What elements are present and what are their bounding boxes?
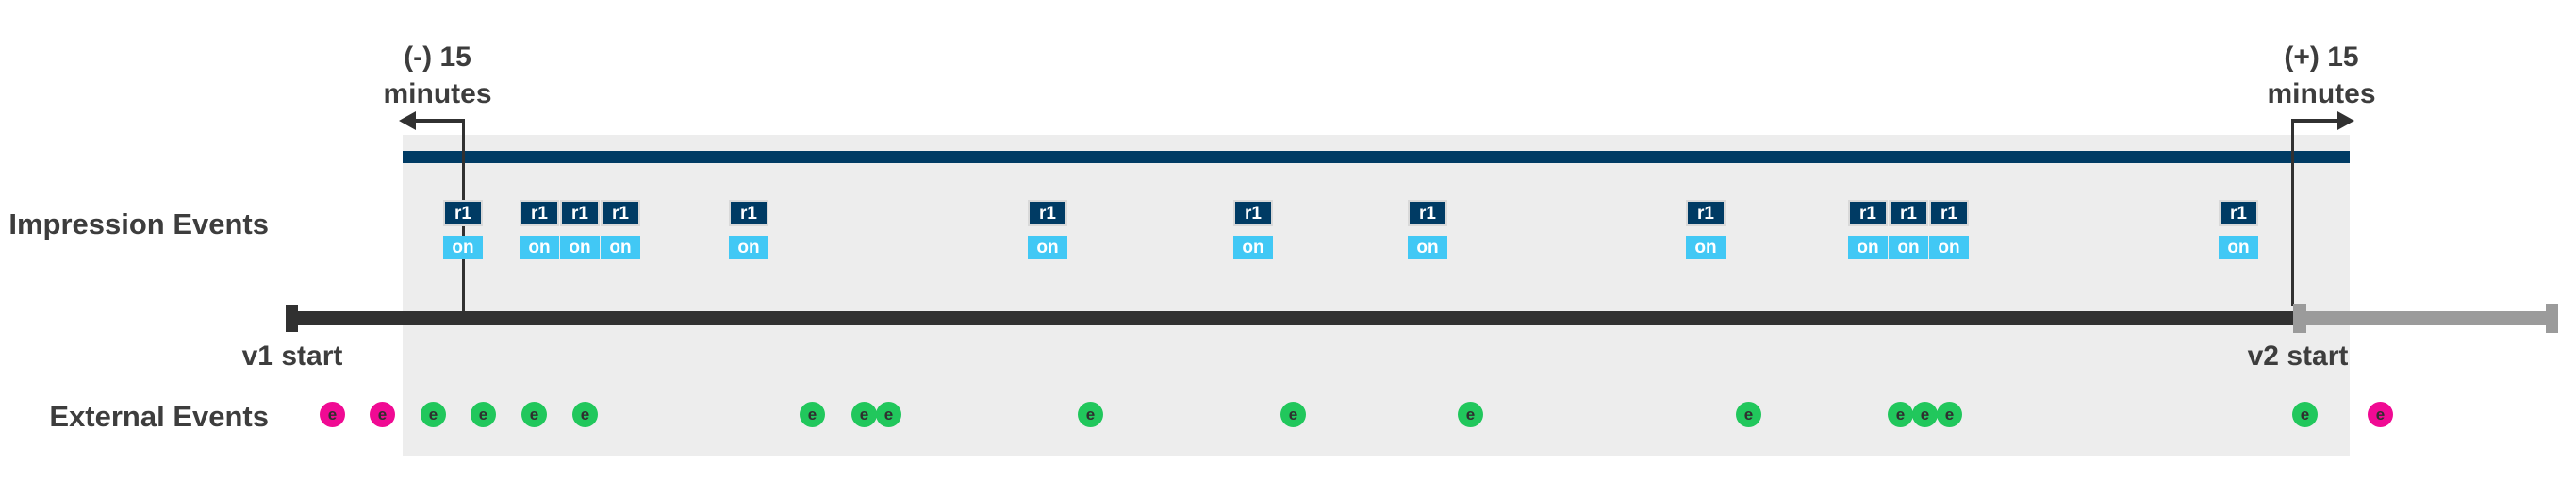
external-event-dot: e (1458, 402, 1483, 427)
plus-15-marker-line (2291, 119, 2294, 306)
v1-start-cap (286, 305, 298, 332)
external-event-dot: e (1912, 402, 1938, 427)
impression-column: r1 on (443, 200, 483, 259)
minus-15-minutes-note: (-) 15 minutes (334, 39, 541, 112)
impression-chip-r1: r1 (1929, 200, 1969, 226)
plus-15-minutes-note: (+) 15 minutes (2218, 39, 2425, 112)
impression-chip-on: on (1848, 236, 1888, 259)
timeline-v1-segment (286, 311, 2294, 325)
impression-chip-r1: r1 (443, 200, 483, 226)
plus-15-line2: minutes (2267, 78, 2376, 109)
impression-chip-on: on (1929, 236, 1969, 259)
impression-chip-on: on (601, 236, 640, 259)
impression-chip-r1: r1 (1889, 200, 1928, 226)
minus-15-arrow-shaft (415, 119, 465, 123)
external-event-dot: e (370, 402, 395, 427)
external-event-dot: e (421, 402, 446, 427)
v1-start-label: v1 start (241, 340, 343, 372)
impression-chip-r1: r1 (520, 200, 559, 226)
external-event-dot: e (1736, 402, 1761, 427)
impression-chip-on: on (560, 236, 600, 259)
impression-chip-r1: r1 (1848, 200, 1888, 226)
external-event-dot: e (800, 402, 825, 427)
analysis-window-band (403, 135, 2350, 456)
impression-chip-on: on (1233, 236, 1273, 259)
impression-chip-r1: r1 (1233, 200, 1273, 226)
impression-chip-on: on (1686, 236, 1726, 259)
impression-column: r1 on (1848, 200, 1888, 259)
impression-column: r1 on (1233, 200, 1273, 259)
plus-15-line1: (+) 15 (2284, 41, 2359, 73)
v2-start-label: v2 start (2247, 340, 2349, 372)
impression-chip-r1: r1 (1408, 200, 1447, 226)
impression-column: r1 on (1028, 200, 1067, 259)
impression-column: r1 on (1929, 200, 1969, 259)
external-event-dot: e (2292, 402, 2318, 427)
impression-column: r1 on (1889, 200, 1928, 259)
external-event-dot: e (320, 402, 345, 427)
external-event-dot: e (1937, 402, 1962, 427)
impression-chip-on: on (2219, 236, 2258, 259)
impression-chip-r1: r1 (2219, 200, 2258, 226)
external-event-dot: e (572, 402, 598, 427)
impression-chip-r1: r1 (560, 200, 600, 226)
impression-chip-on: on (1408, 236, 1447, 259)
impression-chip-on: on (1028, 236, 1067, 259)
impression-chip-on: on (520, 236, 559, 259)
impression-chip-on: on (1889, 236, 1928, 259)
left-arrow-icon (399, 111, 416, 130)
impression-column: r1 on (560, 200, 600, 259)
impression-chip-r1: r1 (601, 200, 640, 226)
external-event-dot: e (1888, 402, 1913, 427)
external-event-dot: e (876, 402, 901, 427)
timeline-end-cap (2546, 304, 2558, 333)
external-events-label: External Events (49, 400, 269, 433)
impression-chip-r1: r1 (1686, 200, 1726, 226)
v2-start-cap (2293, 304, 2306, 333)
impression-column: r1 on (1408, 200, 1447, 259)
external-event-dot: e (2368, 402, 2393, 427)
external-event-dot: e (521, 402, 547, 427)
right-arrow-icon (2337, 111, 2354, 130)
impression-chip-on: on (443, 236, 483, 259)
impression-chip-r1: r1 (729, 200, 768, 226)
impression-window-bar (403, 151, 2350, 163)
impression-column: r1 on (1686, 200, 1726, 259)
impression-chip-r1: r1 (1028, 200, 1067, 226)
impression-column: r1 on (2219, 200, 2258, 259)
minus-15-line2: minutes (383, 78, 492, 109)
impression-column: r1 on (520, 200, 559, 259)
impression-chip-on: on (729, 236, 768, 259)
timeline-v2-segment (2294, 311, 2558, 325)
plus-15-arrow-shaft (2293, 119, 2338, 123)
impression-column: r1 on (601, 200, 640, 259)
external-event-dot: e (1280, 402, 1306, 427)
external-event-dot: e (471, 402, 496, 427)
minus-15-line1: (-) 15 (404, 41, 471, 73)
external-event-dot: e (851, 402, 877, 427)
impression-events-label: Impression Events (8, 207, 269, 240)
impression-column: r1 on (729, 200, 768, 259)
external-event-dot: e (1078, 402, 1103, 427)
